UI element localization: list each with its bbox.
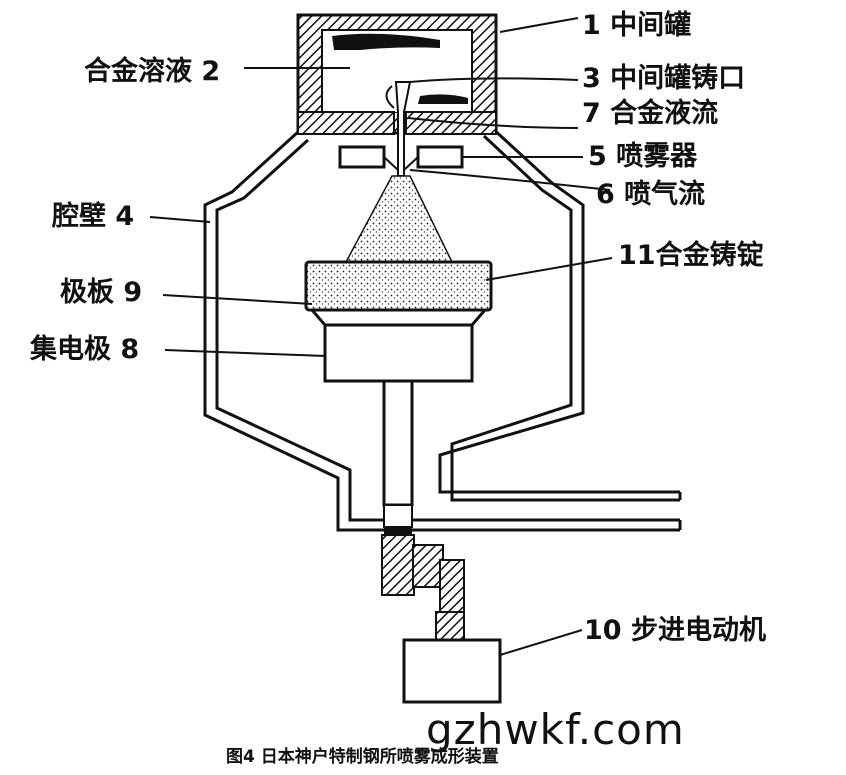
alloy-ingot [304, 260, 493, 312]
label-tundish: 1 中间罐 [582, 10, 692, 41]
gear-train [381, 534, 465, 641]
label-chamber-wall: 腔壁 4 [52, 201, 135, 232]
watermark: gzhwkf.com [426, 705, 685, 754]
collector-assembly [308, 308, 489, 383]
shaft [382, 379, 414, 535]
label-gas-jet: 6 喷气流 [596, 179, 706, 210]
figure-caption: 图4 日本神户特制钢所喷雾成形装置 [226, 747, 499, 767]
label-alloy-solution: 合金溶液 2 [84, 56, 221, 87]
label-atomizer: 5 喷雾器 [588, 141, 698, 172]
label-alloy-stream: 7 合金液流 [582, 98, 719, 129]
label-stepper-motor: 10 步进电动机 [584, 615, 766, 646]
label-alloy-ingot: 11合金铸锭 [618, 240, 764, 271]
stepper-motor [402, 638, 502, 704]
label-collector: 集电极 8 [30, 334, 140, 365]
label-plate: 极板 9 [60, 277, 143, 308]
label-tundish-nozzle: 3 中间罐铸口 [582, 63, 746, 94]
atomizer [338, 145, 464, 171]
spray-cone [344, 175, 454, 263]
leader-lines [149, 17, 613, 656]
